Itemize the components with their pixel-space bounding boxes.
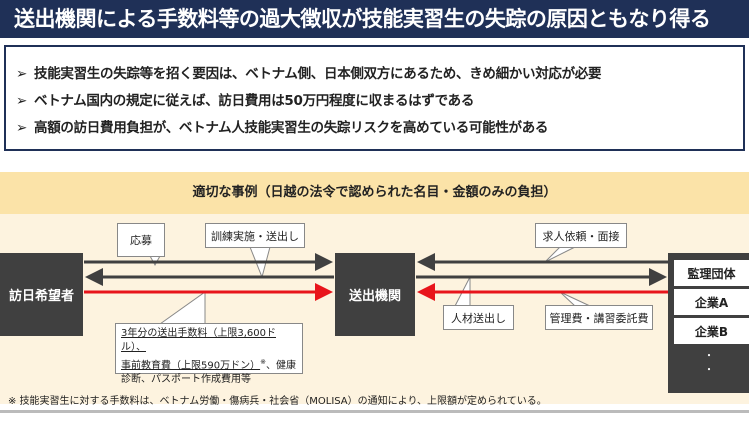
bullet-item: ➢ 高額の訪日費用負担が、ベトナム人技能実習生の失踪リスクを高めている可能性がある [16,115,743,142]
callout-tail [559,291,591,307]
callout-tail [159,291,206,325]
callout-mgmt-fee: 管理費・講習委託費 [545,305,653,330]
applicant-node: 訪日希望者 [0,253,83,336]
sending-org-node: 送出機関 [335,253,415,336]
more-dots: ・・ [704,351,714,376]
callout-dispatch: 人材送出し [443,305,514,330]
diagram-header: 適切な事例（日越の法令で認められた名目・金額のみの負担） [0,172,749,214]
callout-training: 訓練実施・送出し [205,223,305,248]
divider [0,410,749,413]
summary-box: ➢ 技能実習生の失踪等を招く要因は、ベトナム側、日本側双方にあるため、きめ細かい対… [4,45,745,151]
bullet-text: 技能実習生の失踪等を招く要因は、ベトナム側、日本側双方にあるため、きめ細かい対応… [34,66,602,82]
page-title: 送出機関による手数料等の過大徴収が技能実習生の失踪の原因ともなり得る [0,0,749,38]
callout-recruit: 求人依頼・面接 [535,223,627,248]
company-a: 企業A [674,289,749,315]
callout-apply: 応募 [117,223,165,257]
bullet-text: ベトナム国内の規定に従えば、訪日費用は50万円程度に収まるはずである [34,93,475,109]
bullet-marker-icon: ➢ [16,66,28,82]
bullet-marker-icon: ➢ [16,93,28,109]
bullet-text: 高額の訪日費用負担が、ベトナム人技能実習生の失踪リスクを高めている可能性がある [34,120,549,136]
bullet-item: ➢ ベトナム国内の規定に従えば、訪日費用は50万円程度に収まるはずである [16,88,743,115]
footnote: ※ 技能実習生に対する手数料は、ベトナム労働・傷病兵・社会省（MOLISA）の通… [8,396,547,407]
bullet-item: ➢ 技能実習生の失踪等を招く要因は、ベトナム側、日本側双方にあるため、きめ細かい対… [16,61,743,88]
supervising-org: 監理団体 [674,260,749,286]
company-b: 企業B [674,318,749,344]
callout-fees: 3年分の送出手数料（上限3,600ドル）、 事前教育費（上限590万ドン）※、健… [115,323,303,385]
callout-tail [544,246,576,263]
bullet-marker-icon: ➢ [16,120,28,136]
